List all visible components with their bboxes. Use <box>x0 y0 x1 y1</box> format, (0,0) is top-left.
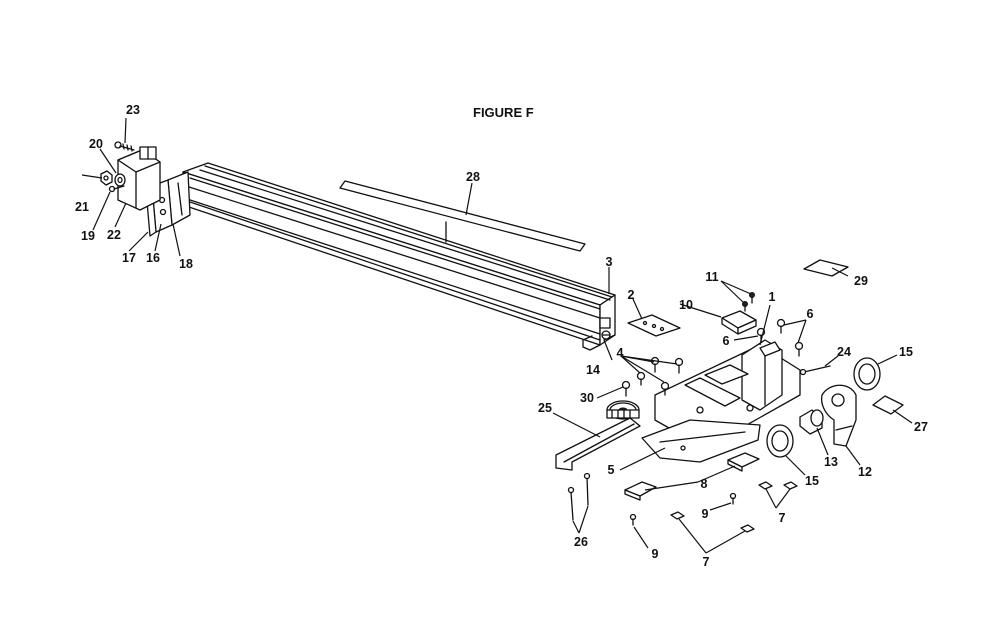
part-3-fence-rail <box>169 162 616 351</box>
callout-3: 3 <box>606 255 613 269</box>
callout-10: 10 <box>679 298 693 312</box>
callout-14: 14 <box>586 363 600 377</box>
part-25-gear-arm <box>555 400 641 471</box>
callout-29: 29 <box>854 274 868 288</box>
callout-6-left: 6 <box>723 334 730 348</box>
part-8-pads <box>624 452 760 501</box>
callout-24: 24 <box>837 345 851 359</box>
callout-15-right: 15 <box>899 345 913 359</box>
leader-lines <box>81 117 913 554</box>
part-28-label-strip <box>339 180 586 252</box>
part-11-screws <box>742 292 755 312</box>
part-10-bracket <box>721 310 757 335</box>
callout-9-right: 9 <box>702 507 709 521</box>
callout-1: 1 <box>769 290 776 304</box>
part-9-screws <box>629 492 737 526</box>
callout-27: 27 <box>914 420 928 434</box>
callout-15-bottom: 15 <box>805 474 819 488</box>
part-27-label <box>872 395 904 415</box>
callout-2: 2 <box>628 288 635 302</box>
part-15-rings <box>766 357 881 458</box>
rear-end-cap-assembly <box>100 141 191 237</box>
callout-13: 13 <box>824 455 838 469</box>
callout-11: 11 <box>705 270 718 284</box>
callout-22: 22 <box>107 228 121 242</box>
callout-20: 20 <box>89 137 103 151</box>
part-24-screw <box>799 365 831 376</box>
part-2-plate <box>627 314 681 337</box>
callout-30: 30 <box>580 391 594 405</box>
callout-12: 12 <box>858 465 872 479</box>
callout-8: 8 <box>701 477 708 491</box>
callout-7-bottom: 7 <box>703 555 710 569</box>
part-29-label <box>803 259 849 277</box>
part-13-shaft <box>799 409 824 435</box>
callout-9-left: 9 <box>652 547 659 561</box>
part-12-cam-lever <box>820 384 857 447</box>
part-1-fence-head <box>654 339 801 441</box>
callout-17: 17 <box>122 251 136 265</box>
callout-21: 21 <box>75 200 89 214</box>
part-4-screws <box>636 356 684 396</box>
callout-18: 18 <box>179 257 193 271</box>
callout-4: 4 <box>617 346 624 360</box>
callout-7-right: 7 <box>779 511 786 525</box>
part-30-screw <box>621 380 631 397</box>
callout-6-right: 6 <box>807 307 814 321</box>
callout-16: 16 <box>146 251 160 265</box>
part-26-long-screws <box>567 472 591 521</box>
callout-28: 28 <box>466 170 480 184</box>
callout-23: 23 <box>126 103 140 117</box>
callout-19: 19 <box>81 229 95 243</box>
figure-title: FIGURE F <box>473 105 534 120</box>
part-5-base-plate <box>641 419 761 463</box>
callout-25: 25 <box>538 401 552 415</box>
callout-26: 26 <box>574 535 588 549</box>
callout-5: 5 <box>608 463 615 477</box>
part-7-clips <box>670 481 798 533</box>
part-14-screw <box>601 330 611 340</box>
